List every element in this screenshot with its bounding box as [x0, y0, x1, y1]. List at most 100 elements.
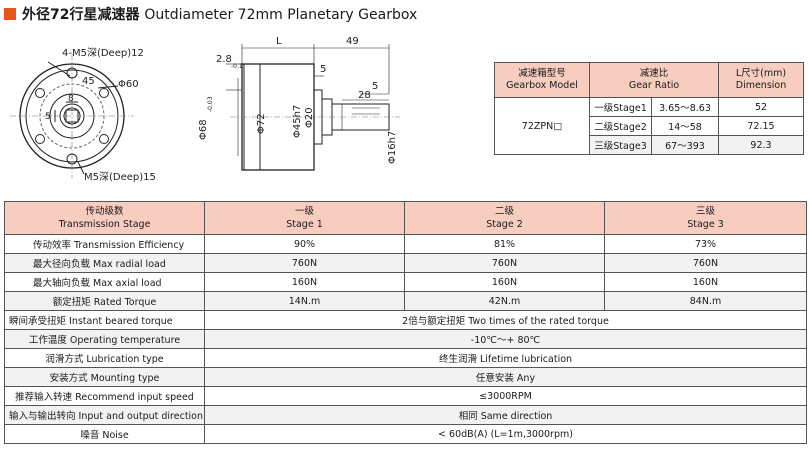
side-label-phi72: Φ72 [256, 113, 267, 134]
value-cell: 160N [204, 272, 405, 292]
side-label-2-8: 2.8 [216, 54, 232, 65]
header-stage-en: Transmission Stage [58, 219, 151, 230]
header-stage-2-cn: 二级 [494, 206, 514, 217]
row-label: 最大轴向负载 Max axial load [4, 272, 205, 292]
header-stage-1-en: Stage 1 [286, 219, 323, 230]
page-title: 外径72行星减速器 Outdiameter 72mm Planetary Gea… [4, 5, 417, 23]
model-cell: 72ZPN□ [494, 97, 590, 155]
value-cell: < 60dB(A) (L=1m,3000rpm) [204, 424, 807, 444]
front-label-45: 45 [82, 76, 95, 87]
ratio-cell: 67～393 [651, 135, 719, 155]
header-length-cn: L尺寸(mm) [735, 68, 787, 79]
stage-cell: 三级Stage3 [589, 135, 652, 155]
side-label-L: L [276, 36, 282, 47]
header-ratio-cn: 减速比 [639, 68, 669, 79]
row-label: 工作温度 Operating temperature [4, 329, 205, 349]
header-stage-3-cn: 三级 [695, 206, 715, 217]
value-cell: 160N [604, 272, 807, 292]
header-ratio-en: Gear Ratio [628, 80, 680, 91]
title-marker [4, 8, 16, 20]
table-row: 安装方式 Mounting type 任意安装 Any [4, 367, 807, 387]
value-cell: 81% [404, 234, 605, 254]
front-label-8: 8 [68, 94, 74, 104]
front-label-holes-top: 4-M5深(Deep)12 [62, 47, 144, 59]
side-label-phi68-tol: -0.03 [207, 96, 214, 112]
side-label-5b: 5 [372, 81, 378, 92]
table-row: 传动效率 Transmission Efficiency 90% 81% 73% [4, 234, 807, 254]
value-cell: 160N [404, 272, 605, 292]
value-cell: 终生润滑 Lifetime lubrication [204, 348, 807, 368]
row-label: 瞬间承受扭矩 Instant beared torque [4, 310, 205, 330]
header-stage-2: 二级 Stage 2 [404, 201, 605, 235]
table-row: 最大轴向负载 Max axial load 160N 160N 160N [4, 272, 807, 292]
ratio-cell: 3.65～8.63 [651, 97, 719, 117]
side-label-2-8-tol: -0.1 [231, 63, 243, 70]
value-cell: 任意安装 Any [204, 367, 807, 387]
value-cell: 相同 Same direction [204, 405, 807, 425]
table-row: 最大径向负载 Max radial load 760N 760N 760N [4, 253, 807, 273]
row-label: 额定扭矩 Rated Torque [4, 291, 205, 311]
front-view-drawing [10, 54, 134, 178]
title-text: 外径72行星减速器 Outdiameter 72mm Planetary Gea… [22, 4, 417, 24]
header-stage-1: 一级 Stage 1 [204, 201, 405, 235]
value-cell: 760N [204, 253, 405, 273]
row-label: 润滑方式 Lubrication type [4, 348, 205, 368]
length-cell: 72.15 [718, 116, 804, 136]
technical-drawings: 4-M5深(Deep)12 45 Φ60 8 5 M5深(Deep)15 L 4… [10, 36, 400, 183]
table-row: 噪音 Noise < 60dB(A) (L=1m,3000rpm) [4, 424, 807, 444]
table-row: 输入与输出转向 Input and output direction 相同 Sa… [4, 405, 807, 425]
table-row: 三级Stage3 67～393 92.3 [495, 135, 804, 155]
side-label-phi20: Φ20 [304, 107, 315, 128]
stage-cell: 二级Stage2 [589, 116, 652, 136]
table-row: 瞬间承受扭矩 Instant beared torque 2倍与额定扭矩 Two… [4, 310, 807, 330]
title-cn: 外径72行星减速器 [22, 7, 140, 23]
stage-cell: 一级Stage1 [589, 97, 652, 117]
header-stage-3: 三级 Stage 3 [604, 201, 807, 235]
specification-table: 传动级数 Transmission Stage 一级 Stage 1 二级 Stage… [4, 201, 807, 444]
front-label-holes-bottom: M5深(Deep)15 [84, 171, 156, 183]
header-model-en: Gearbox Model [506, 80, 578, 91]
row-label: 传动效率 Transmission Efficiency [4, 234, 205, 254]
header-stage-3-en: Stage 3 [687, 219, 724, 230]
table-row: 72ZPN□ 一级Stage1 3.65～8.63 52 [494, 97, 804, 155]
value-cell: 760N [604, 253, 807, 273]
row-label: 噪音 Noise [4, 424, 205, 444]
table-row: 推荐输入转速 Recommend input speed ≤3000RPM [4, 386, 807, 406]
value-cell: 14N.m [204, 291, 405, 311]
ratio-cell: 14～58 [651, 116, 719, 136]
table-header-row: 传动级数 Transmission Stage 一级 Stage 1 二级 Stage… [4, 201, 807, 235]
header-stage-cn: 传动级数 [85, 206, 124, 217]
side-label-phi68: Φ68 [198, 119, 209, 140]
side-label-28: 28 [358, 90, 371, 101]
value-cell: 84N.m [604, 291, 807, 311]
header-stage-label: 传动级数 Transmission Stage [4, 201, 205, 235]
front-label-5: 5 [45, 112, 51, 122]
value-cell: 760N [404, 253, 605, 273]
table-row: 润滑方式 Lubrication type 终生润滑 Lifetime lubr… [4, 348, 807, 368]
side-view-drawing [226, 44, 400, 171]
side-label-5a: 5 [320, 64, 326, 75]
length-cell: 52 [718, 97, 804, 117]
length-cell: 92.3 [718, 135, 804, 155]
header-model-cn: 减速箱型号 [518, 68, 566, 79]
front-label-phi60: Φ60 [118, 79, 139, 90]
table-row: 工作温度 Operating temperature -10℃～+ 80℃ [4, 329, 807, 349]
header-length-en: Dimension [735, 80, 787, 91]
value-cell: 73% [604, 234, 807, 254]
side-label-49: 49 [346, 36, 359, 47]
row-label: 输入与输出转向 Input and output direction [4, 405, 205, 425]
side-label-phi16h7: Φ16h7 [387, 131, 398, 164]
table-row: 额定扭矩 Rated Torque 14N.m 42N.m 84N.m [4, 291, 807, 311]
header-stage-1-cn: 一级 [294, 206, 314, 217]
row-label: 最大径向负载 Max radial load [4, 253, 205, 273]
row-label: 安装方式 Mounting type [4, 367, 205, 387]
title-en: Outdiameter 72mm Planetary Gearbox [144, 7, 418, 23]
value-cell: ≤3000RPM [204, 386, 807, 406]
value-cell: 90% [204, 234, 405, 254]
value-cell: 42N.m [404, 291, 605, 311]
header-stage-2-en: Stage 2 [486, 219, 523, 230]
row-label: 推荐输入转速 Recommend input speed [4, 386, 205, 406]
